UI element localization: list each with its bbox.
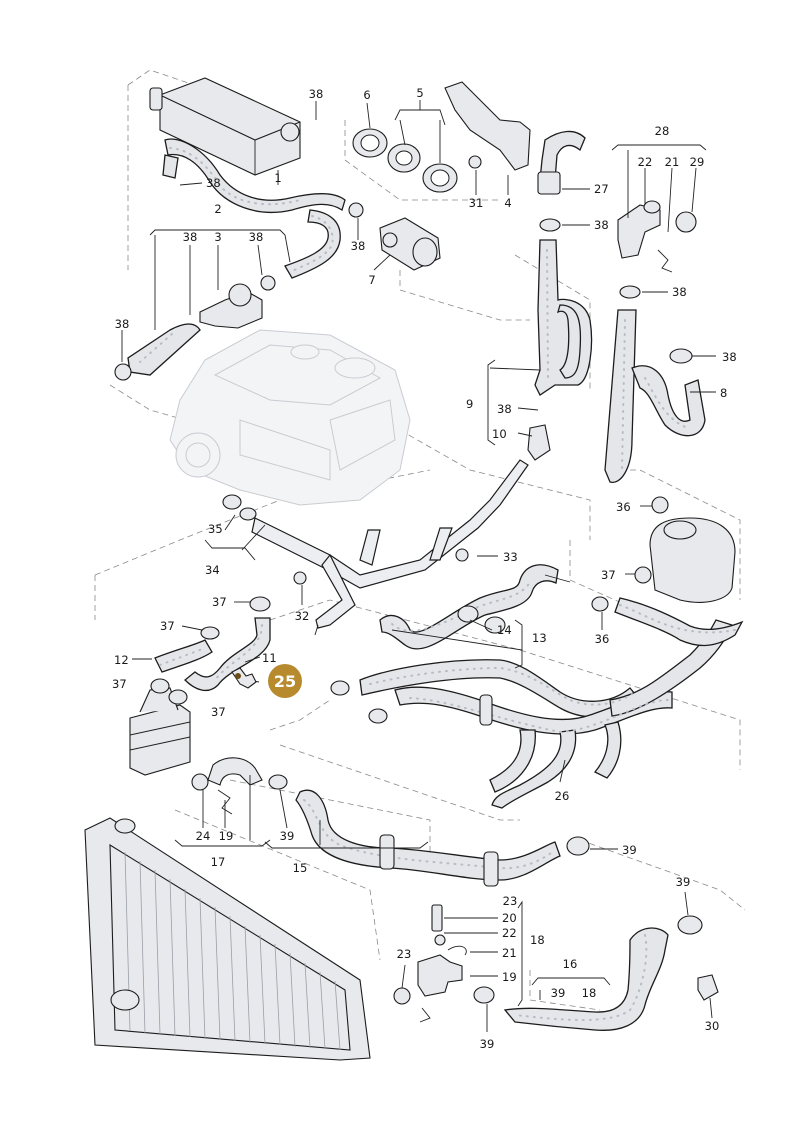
label-38: 38 xyxy=(115,317,130,331)
leader-lines xyxy=(121,100,716,1032)
label-36: 36 xyxy=(616,500,631,514)
label-33: 33 xyxy=(503,550,518,564)
label-21: 21 xyxy=(665,155,680,169)
label-31: 31 xyxy=(469,196,484,210)
radiator xyxy=(84,817,371,1061)
label-38: 38 xyxy=(672,285,687,299)
label-38: 38 xyxy=(722,350,737,364)
label-38: 38 xyxy=(206,176,221,190)
label-26: 26 xyxy=(555,789,570,803)
label-9: 9 xyxy=(466,397,473,411)
part-25-label[interactable]: 25 xyxy=(274,672,296,691)
connector-28 xyxy=(617,200,697,273)
label-13: 13 xyxy=(532,631,547,645)
label-2: 2 xyxy=(214,202,221,216)
label-39: 39 xyxy=(551,986,566,1000)
coolant-hose-8 xyxy=(604,285,706,483)
label-3: 3 xyxy=(214,230,221,244)
auxiliary-pump-7 xyxy=(348,202,441,271)
label-24: 24 xyxy=(196,829,211,843)
label-39: 39 xyxy=(676,875,691,889)
coolant-pipe-34 xyxy=(222,459,529,629)
label-32: 32 xyxy=(295,609,310,623)
label-30: 30 xyxy=(705,1019,720,1033)
label-6: 6 xyxy=(363,88,370,102)
label-37: 37 xyxy=(112,677,127,691)
coolant-hose-12 xyxy=(150,596,271,705)
connector-18 xyxy=(393,904,495,1023)
label-10: 10 xyxy=(492,427,507,441)
coolant-hose-26 xyxy=(330,596,744,809)
label-37: 37 xyxy=(211,705,226,719)
temperature-valve-3 xyxy=(199,275,276,329)
label-4: 4 xyxy=(504,196,511,210)
label-39: 39 xyxy=(480,1037,495,1051)
part-25-callout[interactable]: 25 xyxy=(268,664,302,698)
label-39: 39 xyxy=(622,843,637,857)
label-23: 23 xyxy=(503,894,518,908)
label-8: 8 xyxy=(720,386,727,400)
coolant-hose-16 xyxy=(503,915,719,1031)
label-14: 14 xyxy=(497,623,512,637)
label-15: 15 xyxy=(293,861,308,875)
label-11: 11 xyxy=(262,651,277,665)
label-29: 29 xyxy=(690,155,705,169)
engine-block xyxy=(169,329,411,506)
expansion-tank xyxy=(634,496,736,603)
coolant-hose-9 xyxy=(527,130,593,461)
label-38: 38 xyxy=(594,218,609,232)
label-37: 37 xyxy=(160,619,175,633)
label-21: 21 xyxy=(502,946,517,960)
label-38: 38 xyxy=(249,230,264,244)
label-20: 20 xyxy=(502,911,517,925)
label-28: 28 xyxy=(655,124,670,138)
label-22: 22 xyxy=(502,926,517,940)
label-38: 38 xyxy=(309,87,324,101)
egr-cooler xyxy=(149,77,301,176)
flange-17 xyxy=(191,757,288,815)
label-1: 1 xyxy=(274,171,281,185)
label-37: 37 xyxy=(212,595,227,609)
label-17: 17 xyxy=(211,855,226,869)
label-7: 7 xyxy=(368,273,375,287)
label-19: 19 xyxy=(502,970,517,984)
label-35: 35 xyxy=(208,522,223,536)
label-5: 5 xyxy=(416,86,423,100)
label-39: 39 xyxy=(280,829,295,843)
label-36: 36 xyxy=(595,632,610,646)
label-19: 19 xyxy=(219,829,234,843)
label-27: 27 xyxy=(594,182,609,196)
coolant-hose-15 xyxy=(295,789,590,887)
label-38: 38 xyxy=(183,230,198,244)
coolant-hose-2 xyxy=(284,209,341,279)
part-labels: 38 6 5 31 4 38 1 2 38 3 38 38 7 38 27 38… xyxy=(112,86,737,1051)
label-37: 37 xyxy=(601,568,616,582)
coolant-hose-1 xyxy=(162,138,346,214)
label-23: 23 xyxy=(397,947,412,961)
label-38: 38 xyxy=(497,402,512,416)
label-22: 22 xyxy=(638,155,653,169)
clamps-5-6 xyxy=(352,128,458,193)
label-18: 18 xyxy=(530,933,545,947)
bracket-4 xyxy=(444,81,531,171)
coolant-hose-left-38 xyxy=(114,323,201,381)
label-12: 12 xyxy=(114,653,129,667)
label-38: 38 xyxy=(351,239,366,253)
oil-cooler xyxy=(129,687,191,776)
label-18: 18 xyxy=(582,986,597,1000)
label-34: 34 xyxy=(205,563,220,577)
label-16: 16 xyxy=(563,957,578,971)
part-25-fitting[interactable] xyxy=(231,667,257,689)
coolant-hose-13 xyxy=(379,564,559,650)
